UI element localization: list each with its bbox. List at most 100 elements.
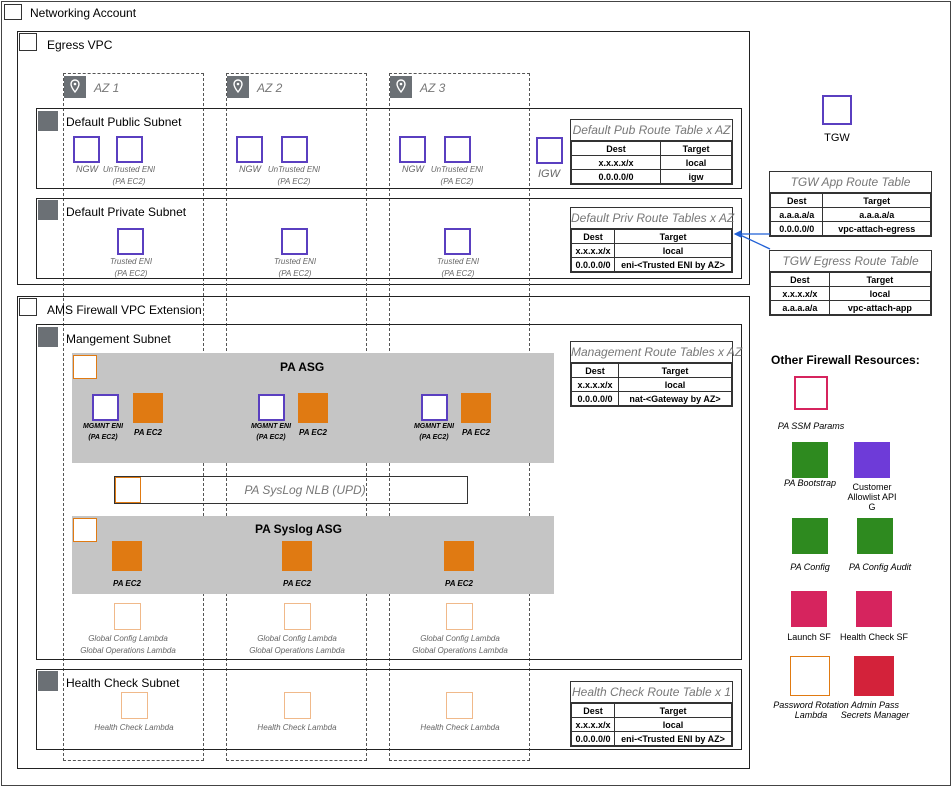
nat-gateway-icon xyxy=(73,136,100,163)
ams-vpc-title: AMS Firewall VPC Extension xyxy=(47,303,202,317)
ec2-icon xyxy=(112,541,142,571)
arrow-from-egress-table xyxy=(737,233,771,250)
untrusted-eni-label: UnTrusted ENI xyxy=(102,165,156,174)
ec2-icon xyxy=(133,393,163,423)
pa-ec2-label: (PA EC2) xyxy=(88,434,118,441)
other-resources-title: Other Firewall Resources: xyxy=(771,353,920,367)
rt-cell: a.a.a.a/a xyxy=(770,300,830,315)
rt-cell: vpc-attach-app xyxy=(828,300,932,315)
admin-secrets-label: Admin Pass Secrets Manager xyxy=(840,700,910,720)
lambda-icon xyxy=(790,656,830,696)
global-config-lambda-label: Global Config Lambda xyxy=(420,634,500,643)
lambda-icon xyxy=(284,692,311,719)
rt-cell: local xyxy=(618,377,732,392)
pa-ec2-label: (PA EC2) xyxy=(441,269,475,278)
rt-cell: a.a.a.a/a xyxy=(769,207,824,222)
ec2-icon xyxy=(282,541,312,571)
mgmt-eni-label: MGMNT ENI xyxy=(250,423,292,430)
eni-icon xyxy=(444,228,471,255)
az-2-label: AZ 2 xyxy=(257,81,283,95)
ssm-params-icon xyxy=(794,376,828,410)
public-subnet-title: Default Public Subnet xyxy=(66,115,182,129)
load-balancer-icon xyxy=(115,477,141,503)
rt-cell: 0.0.0.0/0 xyxy=(570,169,662,184)
rt-cell: 0.0.0.0/0 xyxy=(570,731,616,746)
launch-sf-label: Launch SF xyxy=(787,632,831,642)
subnet-cloud-icon xyxy=(38,200,58,220)
eni-icon xyxy=(281,228,308,255)
tgw-app-route-table-title: TGW App Route Table xyxy=(770,172,931,193)
s3-bucket-icon xyxy=(792,518,828,554)
rt-header-dest: Dest xyxy=(570,229,616,244)
pa-ec2-label: PA EC2 xyxy=(298,428,327,437)
pa-ec2-label: (PA EC2) xyxy=(114,269,148,278)
rt-cell: x.x.x.x/x xyxy=(570,155,662,170)
tgw-egress-route-table-title: TGW Egress Route Table xyxy=(770,251,931,272)
networking-account-title: Networking Account xyxy=(30,6,137,20)
rt-cell: local xyxy=(614,243,732,258)
health-subnet-title: Health Check Subnet xyxy=(66,676,180,690)
ams-vpc-container xyxy=(17,296,750,769)
ec2-icon xyxy=(444,541,474,571)
az-3-location-icon xyxy=(390,76,412,98)
pa-asg-title: PA ASG xyxy=(280,360,325,374)
az-1-label: AZ 1 xyxy=(94,81,120,95)
private-subnet-title: Default Private Subnet xyxy=(66,205,187,219)
secrets-manager-icon xyxy=(854,656,894,696)
private-subnet-container xyxy=(36,198,742,279)
nat-gateway-icon xyxy=(399,136,426,163)
rt-cell: local xyxy=(828,286,932,301)
pub-route-table-title: Default Pub Route Table x AZ xyxy=(571,120,732,141)
pa-ec2-label: PA EC2 xyxy=(112,579,141,588)
health-check-sf-label: Health Check SF xyxy=(839,632,909,642)
az-3-label: AZ 3 xyxy=(420,81,446,95)
rt-cell: a.a.a.a/a xyxy=(822,207,931,222)
auto-scaling-icon xyxy=(73,518,97,542)
rt-cell: local xyxy=(614,717,732,732)
step-functions-icon xyxy=(791,591,827,627)
allowlist-label: Customer Allowlist API G xyxy=(847,482,897,512)
global-operations-lambda-label: Global Operations Lambda xyxy=(412,646,508,655)
rt-cell: 0.0.0.0/0 xyxy=(571,391,619,406)
public-subnet-container xyxy=(36,108,742,189)
health-check-lambda-label: Health Check Lambda xyxy=(420,723,500,732)
trusted-eni-label: Trusted ENI xyxy=(273,257,317,266)
rt-cell: local xyxy=(660,155,732,170)
step-functions-icon xyxy=(856,591,892,627)
global-config-lambda-label: Global Config Lambda xyxy=(257,634,337,643)
eni-icon xyxy=(444,136,471,163)
pa-config-audit-label: PA Config Audit xyxy=(848,562,912,572)
lambda-icon xyxy=(121,692,148,719)
api-gateway-icon xyxy=(854,442,890,478)
vpc-cloud-icon xyxy=(19,33,37,51)
rt-header-target: Target xyxy=(660,141,732,156)
lambda-icon xyxy=(446,603,473,630)
pa-ec2-label: (PA EC2) xyxy=(277,177,311,186)
egress-vpc-container xyxy=(17,31,750,285)
tgw-label: TGW xyxy=(824,132,850,144)
untrusted-eni-label: UnTrusted ENI xyxy=(430,165,484,174)
az-1-location-icon xyxy=(64,76,86,98)
rt-header-dest: Dest xyxy=(570,703,616,718)
egress-vpc-title: Egress VPC xyxy=(47,38,113,52)
nlb-label: PA SysLog NLB (UPD) xyxy=(244,483,366,497)
rt-header-dest: Dest xyxy=(571,363,619,378)
rt-cell: x.x.x.x/x xyxy=(570,243,616,258)
eni-icon xyxy=(421,394,448,421)
syslog-nlb xyxy=(114,476,468,504)
eni-icon xyxy=(117,228,144,255)
mgmt-subnet-container xyxy=(36,324,742,660)
rt-cell: 0.0.0.0/0 xyxy=(769,221,824,236)
igw-label: IGW xyxy=(538,168,560,180)
pa-ec2-label: PA EC2 xyxy=(282,579,311,588)
route-arrows xyxy=(733,230,771,250)
rt-cell: x.x.x.x/x xyxy=(570,717,616,732)
ssm-params-label: PA SSM Params xyxy=(777,421,845,431)
global-config-lambda-label: Global Config Lambda xyxy=(88,634,168,643)
pa-bootstrap-label: PA Bootstrap xyxy=(783,478,837,488)
